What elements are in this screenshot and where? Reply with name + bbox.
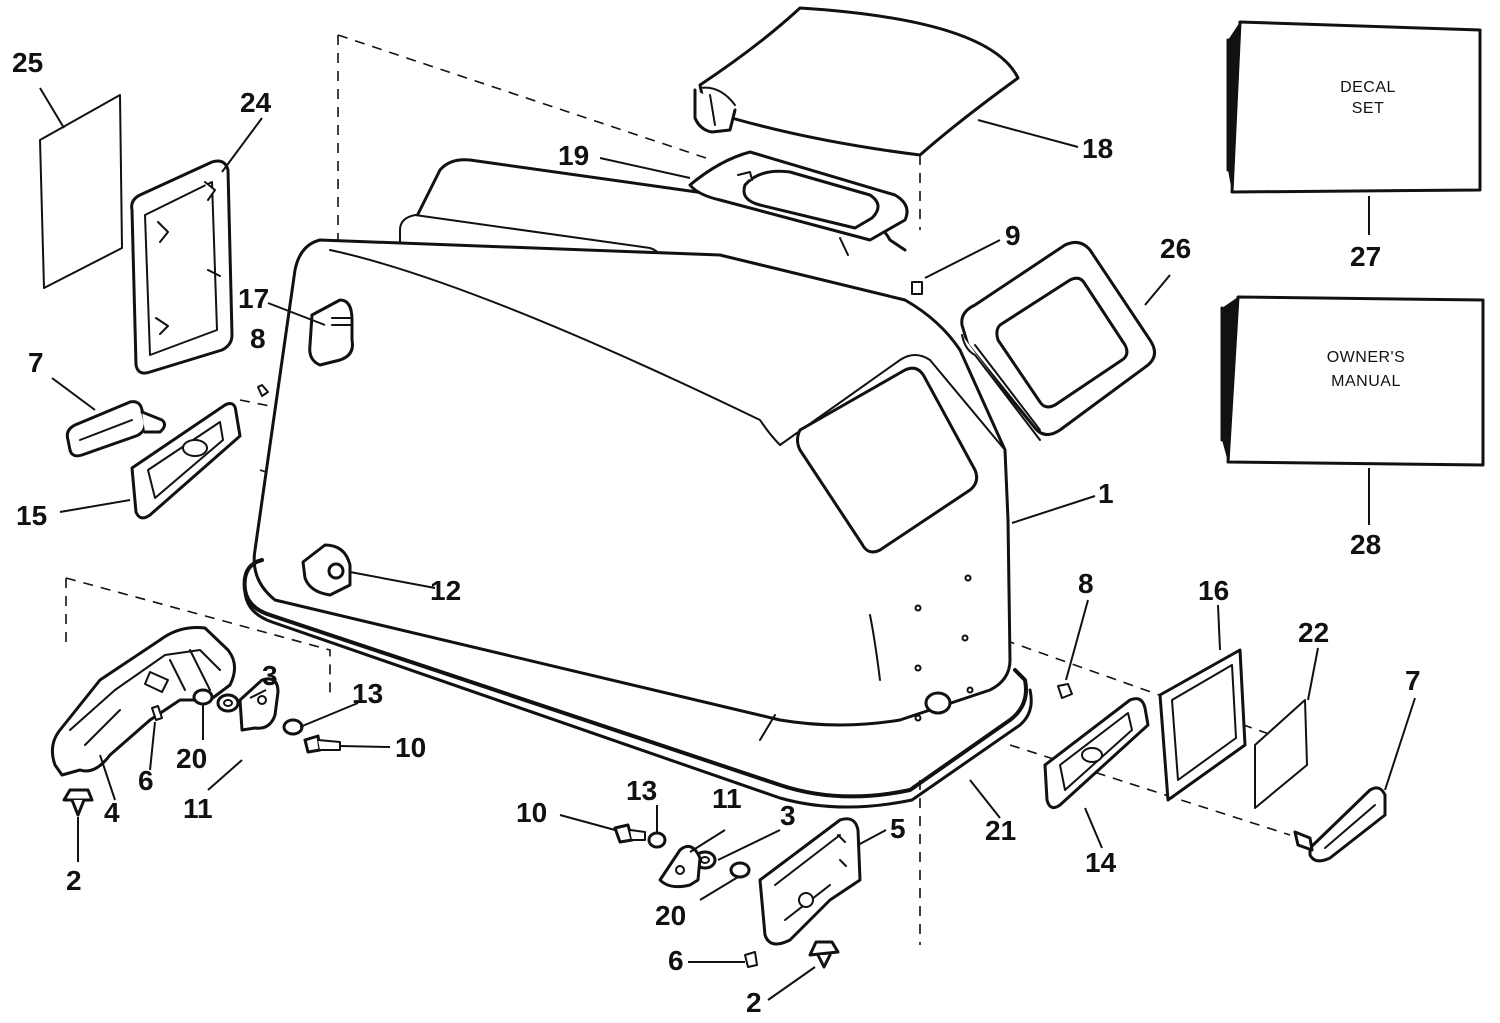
callout-8-right: 8 [1078, 568, 1094, 599]
callout-10-left: 10 [395, 732, 426, 763]
manual-label-line1: OWNER'S [1327, 349, 1406, 366]
callout-9: 9 [1005, 220, 1021, 251]
callout-26: 26 [1160, 233, 1191, 264]
callout-3-left: 3 [262, 660, 278, 691]
part-2-grommet-right [808, 940, 840, 969]
part-6-pin-right [744, 951, 758, 968]
part-19-handle-grip [688, 150, 909, 256]
callout-2-left: 2 [66, 865, 82, 896]
callout-8-left: 8 [250, 323, 266, 354]
callout-3-right: 3 [780, 800, 796, 831]
callout-17: 17 [238, 283, 269, 314]
part-25-decal [39, 94, 123, 289]
callout-5: 5 [890, 813, 906, 844]
callout-22: 22 [1298, 617, 1329, 648]
callout-13-right: 13 [626, 775, 657, 806]
part-26-window-gasket [960, 240, 1156, 441]
callout-25: 25 [12, 47, 43, 78]
part-10-bolt-left [303, 734, 341, 754]
part-5-lower-bracket-right [758, 817, 862, 946]
callout-13-left: 13 [352, 678, 383, 709]
part-13-washer-left [282, 718, 304, 736]
part-2-grommet-left [62, 788, 94, 817]
callout-14: 14 [1085, 847, 1117, 878]
callout-11-right: 11 [712, 783, 742, 814]
screws [257, 281, 1073, 699]
part-14-mounting-plate [1043, 697, 1150, 810]
callout-19: 19 [558, 140, 589, 171]
callout-24: 24 [240, 87, 272, 118]
decal-label-line1: DECAL [1340, 79, 1396, 96]
right-washers [693, 850, 751, 879]
callout-20-right: 20 [655, 900, 686, 931]
callout-7-left: 7 [28, 347, 44, 378]
callout-6-left: 6 [138, 765, 154, 796]
part-18-top-cover [693, 6, 1020, 157]
part-7-lock-lever-right [1293, 786, 1387, 863]
part-7-lock-lever-left [65, 400, 167, 458]
manual-label-line2: MANUAL [1331, 373, 1401, 390]
callout-6-right: 6 [668, 945, 684, 976]
part-28-owners-manual-box: OWNER'S MANUAL [1220, 295, 1485, 467]
callout-11-left: 11 [183, 793, 213, 824]
cowl-seal [242, 558, 1033, 809]
part-6-pin-left [151, 705, 163, 721]
callout-28: 28 [1350, 529, 1381, 560]
leader-lines [39, 87, 1416, 1001]
part-4-lower-bracket-left [50, 626, 236, 777]
part-13-washer-right [647, 831, 667, 849]
part-10-bolt-right [613, 823, 646, 844]
decal-label-line2: SET [1352, 100, 1385, 117]
callout-2-right: 2 [746, 987, 762, 1018]
part-17-latch-bracket [308, 298, 354, 367]
part-12-latch-bracket [301, 543, 352, 597]
part-11-hinge-right [658, 844, 702, 889]
engine-cowl [252, 158, 1012, 741]
callout-7-right: 7 [1405, 665, 1421, 696]
callout-1: 1 [1098, 478, 1114, 509]
part-16-gasket [1158, 648, 1247, 802]
callout-16: 16 [1198, 575, 1229, 606]
callout-20-left: 20 [176, 743, 207, 774]
part-22-decal [1254, 699, 1308, 809]
part-24-frame [130, 159, 234, 375]
callout-4: 4 [104, 797, 120, 828]
part-11-hinge-left [238, 677, 280, 732]
part-27-decal-set-box: DECAL SET [1226, 20, 1482, 194]
callout-27: 27 [1350, 241, 1381, 272]
left-washers [192, 688, 240, 713]
part-15-mounting-plate [130, 402, 242, 520]
callout-10-right: 10 [516, 797, 547, 828]
callout-labels: 25 24 7 17 8 15 19 18 9 26 27 28 1 12 8 … [12, 47, 1421, 1018]
callout-12: 12 [430, 575, 461, 606]
callout-21: 21 [985, 815, 1016, 846]
callout-18: 18 [1082, 133, 1113, 164]
callout-15: 15 [16, 500, 47, 531]
